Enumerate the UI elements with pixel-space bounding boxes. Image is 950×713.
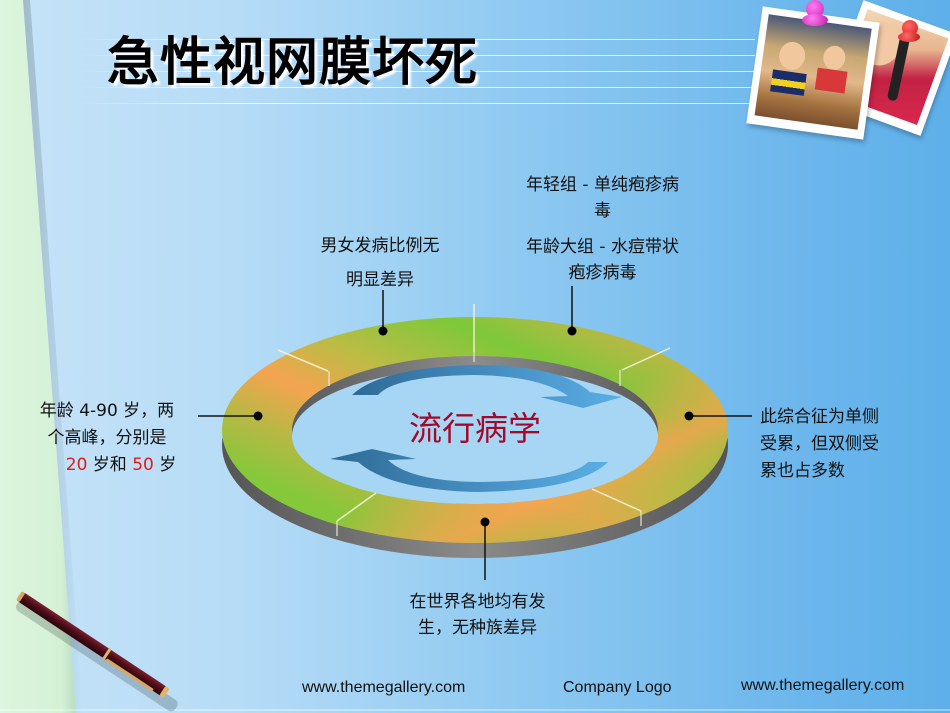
- label-line: 受累，但双侧受: [760, 434, 879, 454]
- label-line: 个高峰，分别是: [47, 428, 167, 448]
- company-logo: Company Logo: [563, 679, 672, 696]
- slide-title: 急性视网膜坏死: [107, 33, 479, 93]
- label-line: 此综合征为单侧: [760, 407, 879, 427]
- fountain-pen-icon: [15, 591, 178, 712]
- node-dot-bottom: [480, 517, 490, 527]
- photo-cluster: [740, 0, 950, 150]
- label-line: 疱疹病毒: [568, 263, 637, 283]
- label-bottom: 在世界各地均有发 生，无种族差异: [380, 589, 575, 641]
- age-peak-2: 50: [132, 455, 154, 475]
- label-line: 男女发病比例无: [320, 236, 440, 256]
- node-dot-right: [684, 411, 694, 421]
- label-line: 年龄 4-90 岁，两: [39, 401, 175, 421]
- center-label: 流行病学: [409, 409, 541, 448]
- label-line: 累也占多数: [760, 461, 845, 481]
- node-dot-left: [253, 411, 263, 421]
- label-line: 生，无种族差异: [418, 618, 537, 638]
- footer-link-left[interactable]: www.themegallery.com: [302, 679, 466, 696]
- label-line: 明显差异: [346, 270, 414, 290]
- label-line: 年轻组 - 单纯疱疹病: [526, 175, 679, 195]
- decorative-lines: [75, 38, 755, 118]
- magenta-pin-head-icon: [802, 14, 828, 26]
- label-right: 此综合征为单侧 受累，但双侧受 累也占多数: [760, 404, 930, 485]
- label-line: 毒: [594, 201, 611, 221]
- label-line: 年龄大组 - 水痘带状: [526, 237, 679, 257]
- label-left: 年龄 4-90 岁，两 个高峰，分别是 20 岁和 50 岁: [18, 398, 196, 479]
- red-pin-head-icon: [898, 32, 920, 42]
- node-dot-top-left: [378, 326, 388, 336]
- footer-link-right[interactable]: www.themegallery.com: [741, 677, 905, 694]
- label-line: 20 岁和 50 岁: [65, 455, 177, 475]
- node-dot-top-right: [567, 326, 577, 336]
- cycle-arrow-bottom-icon: [330, 449, 608, 492]
- magenta-pin-icon: [806, 0, 824, 18]
- label-top-right: 年轻组 - 单纯疱疹病 毒 年龄大组 - 水痘带状 疱疹病毒: [495, 172, 710, 286]
- label-top-left: 男女发病比例无 明显差异: [300, 229, 460, 297]
- cycle-arrow-top-icon: [352, 365, 622, 408]
- age-peak-1: 20: [65, 455, 88, 475]
- label-line: 在世界各地均有发: [409, 592, 546, 612]
